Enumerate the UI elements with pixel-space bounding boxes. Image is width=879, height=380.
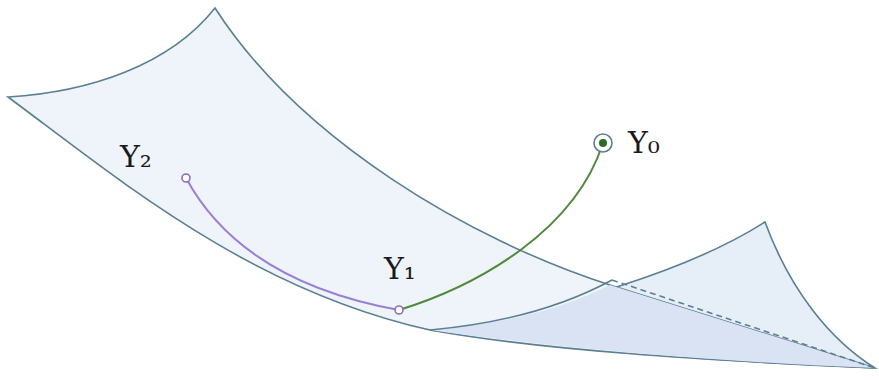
green-curve <box>399 143 603 310</box>
point-ring <box>594 134 612 152</box>
point-marker <box>599 139 607 147</box>
hidden-edge <box>612 280 875 368</box>
point-marker <box>182 174 190 182</box>
point-marker <box>395 306 403 314</box>
fold-shading <box>430 285 875 368</box>
point-label: Y₂ <box>120 142 152 172</box>
upper-sheet <box>8 8 875 368</box>
purple-curve <box>186 178 399 310</box>
point-label: Y₁ <box>384 254 416 284</box>
point-label: Y₀ <box>628 128 660 158</box>
